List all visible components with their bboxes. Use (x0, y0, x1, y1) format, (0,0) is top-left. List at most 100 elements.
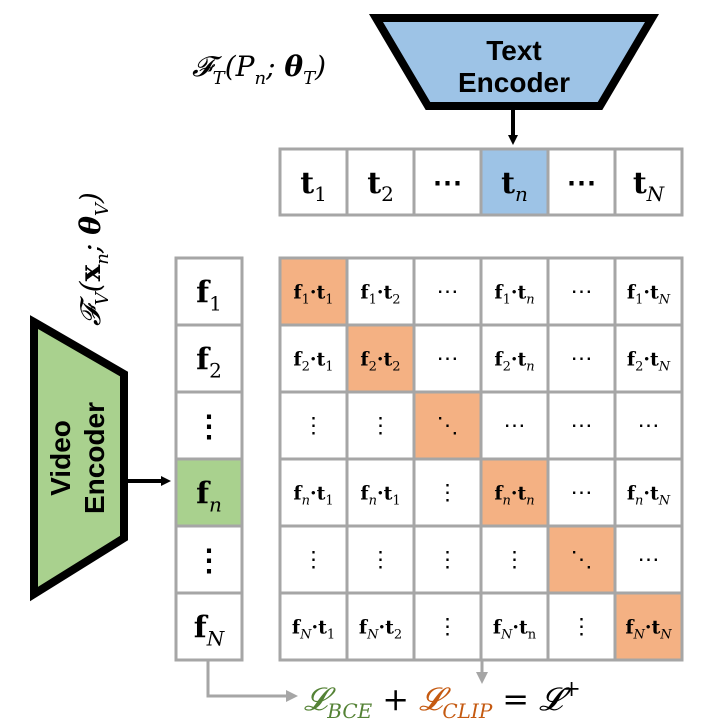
similarity-cell: ⋮ (278, 390, 349, 461)
text-function-label: 𝓕T(Pn; θT) (192, 50, 326, 89)
similarity-cell: f1·tN (613, 256, 684, 327)
similarity-cell: ⋯ (613, 390, 684, 461)
video-encoder: Video Encoder (30, 315, 128, 602)
similarity-cell-label: f1·tn (494, 282, 534, 308)
similarity-cell-label: fn·tN (627, 483, 671, 509)
similarity-cell: ⋮ (278, 524, 349, 595)
video-feature-label: ⋮ (194, 544, 224, 579)
video-feature-column: f1 f2 ⋮ fn ⋮ fN (174, 256, 244, 662)
similarity-cell-label: ⋱ (437, 414, 459, 439)
similarity-cell-label: f2·t2 (360, 349, 400, 375)
similarity-cell-label: ⋮ (437, 615, 459, 640)
similarity-cell-label: ⋯ (571, 347, 593, 372)
similarity-cell-label: ⋮ (303, 548, 325, 573)
similarity-cell-label: fn·tn (494, 483, 534, 509)
similarity-cell: ⋮ (345, 524, 416, 595)
video-to-loss-arrow (206, 660, 298, 702)
similarity-cell: f2·tN (613, 323, 684, 394)
similarity-cell: fn·t1 (278, 457, 349, 528)
video-feature-label: fn (196, 477, 222, 517)
text-feature-cell: tn (479, 147, 550, 217)
loss-plus: + (382, 680, 409, 718)
similarity-cell-label: ⋯ (437, 280, 459, 305)
similarity-cell: fN·tn (479, 591, 550, 662)
similarity-cell-label: f2·tN (627, 349, 671, 375)
video-encoder-label-line1: Video (45, 420, 76, 496)
similarity-cell: ⋱ (412, 390, 483, 461)
text-feature-cell: ⋯ (412, 147, 483, 217)
similarity-cell: ⋯ (546, 457, 617, 528)
text-encoder: Text Encoder (368, 14, 660, 110)
video-feature-cell: ⋮ (174, 524, 244, 595)
similarity-cell-label: ⋯ (638, 414, 660, 439)
similarity-cell-label: ⋮ (437, 548, 459, 573)
similarity-cell: ⋯ (479, 390, 550, 461)
similarity-cell: fN·t1 (278, 591, 349, 662)
video-feature-cell: ⋮ (174, 390, 244, 461)
similarity-cell: fN·t2 (345, 591, 416, 662)
similarity-cell-label: ⋯ (504, 414, 526, 439)
similarity-cell: f2·t2 (345, 323, 416, 394)
similarity-cell: ⋯ (546, 390, 617, 461)
similarity-cell: ⋯ (546, 256, 617, 327)
similarity-cell: ⋮ (412, 591, 483, 662)
similarity-cell: fN·tN (613, 591, 684, 662)
video-feature-label: f1 (196, 276, 222, 316)
similarity-cell: ⋮ (479, 524, 550, 595)
similarity-cell-label: ⋮ (571, 615, 593, 640)
similarity-cell-label: ⋮ (437, 481, 459, 506)
similarity-cell: f1·tn (479, 256, 550, 327)
text-feature-label: tn (501, 166, 528, 206)
similarity-cell-label: ⋱ (571, 548, 593, 573)
similarity-cell-label: f2·tn (494, 349, 534, 375)
text-encoder-label-line2: Encoder (458, 67, 570, 98)
similarity-cell: ⋮ (412, 457, 483, 528)
video-function-label: 𝓕V(xn; θV) (74, 192, 113, 326)
similarity-cell: fn·tn (479, 457, 550, 528)
video-feature-label: ⋮ (194, 410, 224, 445)
similarity-cell-label: f1·t2 (360, 282, 400, 308)
similarity-cell-label: ⋮ (504, 548, 526, 573)
similarity-cell-label: fN·tN (625, 617, 672, 643)
text-feature-cell: t2 (345, 147, 416, 217)
text-feature-cell: t1 (278, 147, 349, 217)
loss-result-superscript: + (562, 677, 580, 702)
similarity-cell-label: ⋮ (370, 414, 392, 439)
video-feature-cell: f1 (174, 256, 244, 327)
loss-bce-subscript: BCE (326, 699, 372, 723)
text-feature-label: tN (633, 166, 666, 206)
video-encoder-label-line2: Encoder (79, 402, 110, 514)
similarity-cell: fn·t1 (345, 457, 416, 528)
similarity-cell: f2·tn (479, 323, 550, 394)
similarity-cell-label: fN·t1 (292, 617, 335, 643)
similarity-cell: ⋯ (412, 323, 483, 394)
video-feature-cell: fN (174, 591, 244, 662)
loss-equation: 𝓛BCE+𝓛CLIP=𝓛+ (304, 677, 581, 723)
video-feature-label: fN (194, 611, 226, 651)
similarity-cell-label: fN·t2 (359, 617, 402, 643)
similarity-cell-label: f1·tN (627, 282, 671, 308)
similarity-cell-label: ⋯ (638, 548, 660, 573)
text-feature-label: ⋯ (433, 166, 463, 201)
similarity-cell: ⋱ (546, 524, 617, 595)
similarity-cell: ⋯ (613, 524, 684, 595)
similarity-cell-label: fN·tn (493, 617, 537, 643)
loss-equals: = (502, 680, 529, 718)
text-encoder-shape (368, 14, 660, 110)
similarity-cell: ⋮ (412, 524, 483, 595)
text-feature-label: t1 (300, 166, 327, 206)
text-feature-label: ⋯ (567, 166, 597, 201)
similarity-cell: ⋯ (412, 256, 483, 327)
similarity-cell-label: ⋮ (303, 414, 325, 439)
text-feature-row: t1 t2 ⋯ tn ⋯ tN (278, 147, 684, 217)
loss-clip-subscript: CLIP (442, 699, 492, 723)
video-feature-cell: f2 (174, 323, 244, 394)
text-feature-cell: ⋯ (546, 147, 617, 217)
video-feature-cell: fn (174, 457, 244, 528)
text-feature-cell: tN (613, 147, 684, 217)
video-feature-label: f2 (196, 343, 222, 383)
similarity-cell-label: ⋯ (437, 347, 459, 372)
similarity-cell: f1·t2 (345, 256, 416, 327)
